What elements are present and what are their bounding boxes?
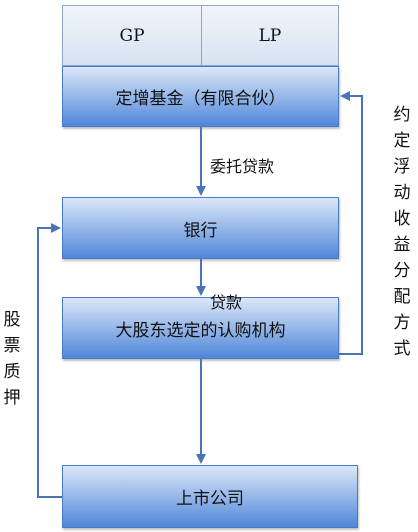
- gp-cell: GP: [62, 5, 202, 66]
- entrust-loan-label: 委托贷款: [210, 157, 275, 176]
- arrow-company-to-bank: [37, 223, 62, 498]
- pledge-label: 股 票 质 押: [3, 310, 21, 408]
- fund-node: 定增基金（有限合伙）: [62, 66, 339, 127]
- bank-node-label: 银行: [183, 220, 218, 241]
- gp-label: GP: [119, 25, 145, 46]
- buyer-node-label: 大股东选定的认购机构: [115, 320, 286, 341]
- arrow-buyer-to-fund: [339, 91, 363, 355]
- floating-return-label: 约 定 浮 动 收 益 分 配 方 式: [393, 105, 411, 359]
- loan-label: 贷款: [210, 293, 243, 312]
- lp-cell: LP: [201, 5, 339, 66]
- bank-node: 银行: [62, 197, 339, 259]
- company-node-label: 上市公司: [176, 489, 244, 509]
- company-node: 上市公司: [62, 465, 358, 528]
- buyer-node: 大股东选定的认购机构: [62, 297, 339, 359]
- fund-node-label: 定增基金（有限合伙）: [115, 89, 286, 109]
- lp-label: LP: [258, 25, 282, 46]
